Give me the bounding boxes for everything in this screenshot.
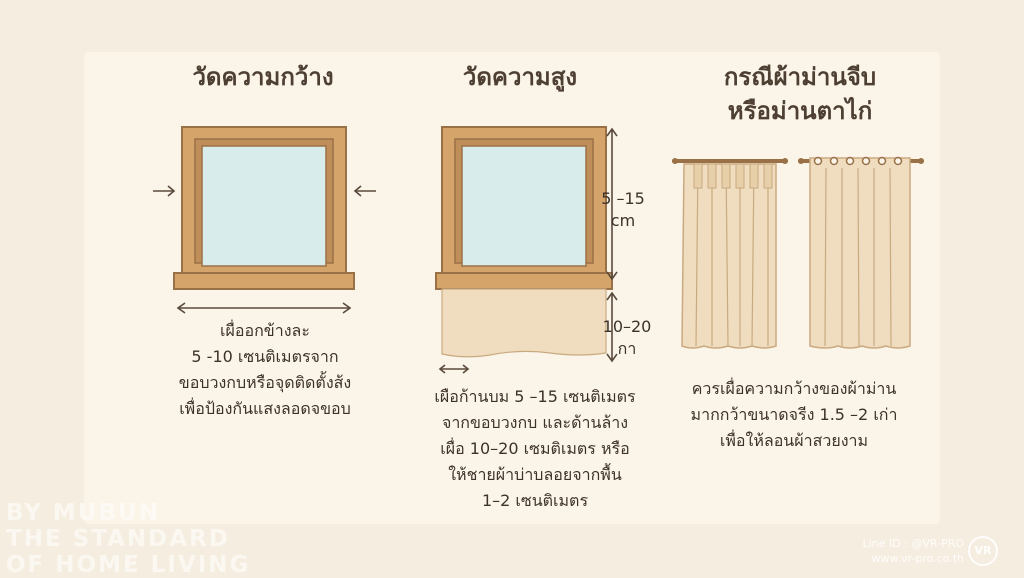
height-title: วัดความสูง: [462, 63, 578, 91]
height-bottom-value: 10–20: [602, 317, 652, 336]
curtain-description: ควรเผื่อความกว้างของผ้าม่าน มากกว้าขนาดจ…: [664, 376, 924, 454]
width-title: วัดความกว้าง: [192, 63, 334, 91]
width-line-1: เผื่ออกข้างละ: [220, 321, 310, 340]
width-line-3: ขอบวงกบหรือจุดติดตั้งส้ง: [178, 373, 352, 392]
height-top-unit: cm: [610, 211, 636, 230]
height-top-dimension: 5 –15 cm: [593, 188, 653, 232]
brand-watermark-line-1: BY MUBUN: [6, 500, 160, 526]
height-line-4: ให้ชายผ้าบ่าบลอยจากพื้น: [448, 465, 622, 484]
height-bottom-dimension: 10–20 กา: [595, 316, 659, 360]
line-id-text: Line ID : @VR-PRO: [862, 537, 964, 550]
width-window-illustration: [153, 126, 376, 314]
curtain-title: กรณีผ้าม่านจีบ หรือม่านตาไก่: [670, 60, 930, 128]
curtain-title-line-2: หรือม่านตาไก่: [727, 97, 873, 125]
curtain-line-1: ควรเผื่อความกว้างของผ้าม่าน: [691, 379, 897, 398]
height-description: เผือก้านบม 5 –15 เซนติเมตร จากขอบวงกบ แล…: [400, 384, 670, 514]
eyelet-curtain-illustration: [798, 156, 924, 349]
height-window-illustration: [435, 126, 618, 374]
brand-watermark: BY MUBUN THE STANDARD OF HOME LIVING: [6, 500, 250, 578]
width-line-4: เพื่อป้องกันแสงลอดจขอบ: [179, 399, 351, 418]
pinch-pleat-curtain-illustration: [672, 158, 788, 349]
contact-watermark: Line ID : @VR-PRO www.vr-pro.co.th: [863, 536, 964, 566]
brand-watermark-line-2: THE STANDARD: [6, 526, 230, 552]
curtain-line-3: เพื่อให้ลอนผ้าสวยงาม: [719, 431, 869, 450]
width-line-2: 5 -10 เซนติเมตรจาก: [191, 347, 339, 366]
height-top-value: 5 –15: [601, 189, 645, 208]
width-description: เผื่ออกข้างละ 5 -10 เซนติเมตรจาก ขอบวงกบ…: [130, 318, 400, 422]
brand-watermark-line-3: OF HOME LIVING: [6, 552, 251, 578]
website-text: www.vr-pro.co.th: [871, 552, 964, 565]
curtain-line-2: มากกว้าขนาดจรีง 1.5 –2 เก่า: [690, 405, 898, 424]
vr-logo-icon: VR: [968, 536, 998, 566]
height-line-5: 1–2 เซนติเมตร: [481, 491, 589, 510]
height-line-3: เผื่อ 10–20 เซมติเมตร หรือ: [440, 439, 630, 458]
height-line-1: เผือก้านบม 5 –15 เซนติเมตร: [434, 387, 636, 406]
curtain-title-line-1: กรณีผ้าม่านจีบ: [723, 63, 877, 91]
height-line-2: จากขอบวงกบ และด้านล้าง: [441, 413, 629, 432]
height-bottom-unit: กา: [617, 339, 637, 358]
